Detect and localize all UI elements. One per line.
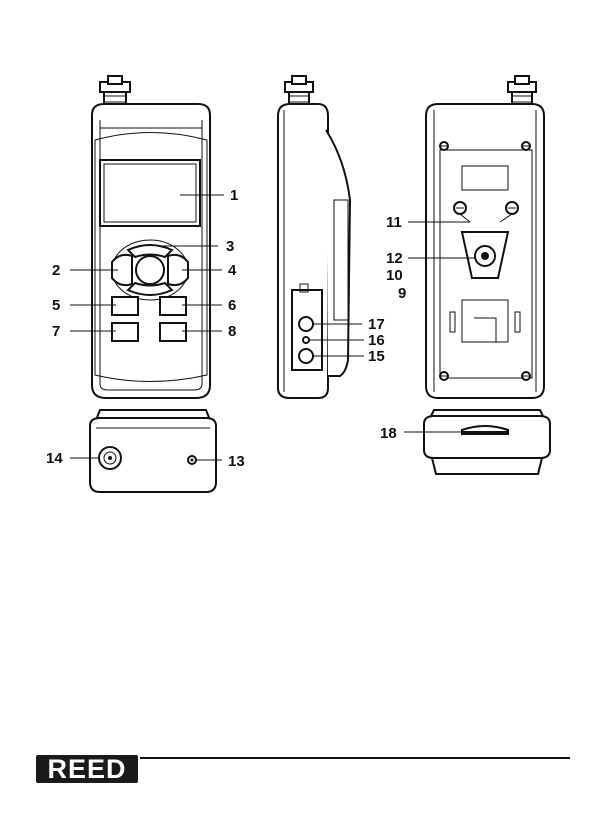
dpad-keys — [112, 240, 188, 300]
callout-10: 10 — [386, 267, 403, 284]
callout-2: 2 — [52, 262, 60, 279]
bottom-view-front — [90, 410, 216, 492]
callout-18: 18 — [380, 425, 397, 442]
front-view — [92, 76, 210, 398]
callout-5: 5 — [52, 297, 60, 314]
brand-logo-text: REED — [36, 755, 138, 783]
key-8 — [160, 323, 186, 341]
callout-17: 17 — [368, 316, 385, 333]
side-callouts: 17 16 15 — [368, 316, 385, 365]
callout-14: 14 — [46, 450, 63, 467]
callout-13: 13 — [228, 453, 245, 470]
callout-4: 4 — [228, 262, 237, 279]
back-callouts: 11 12 10 9 — [386, 214, 406, 302]
callout-15: 15 — [368, 348, 385, 365]
jack-15 — [299, 349, 313, 363]
callout-16: 16 — [368, 332, 385, 349]
footer-rule — [140, 757, 570, 759]
bottom-end-back — [424, 416, 550, 458]
side-view — [278, 76, 350, 398]
jack-16 — [303, 337, 309, 343]
callout-8: 8 — [228, 323, 236, 340]
callout-7: 7 — [52, 323, 60, 340]
callout-11: 11 — [386, 214, 402, 231]
key-7 — [112, 323, 138, 341]
key-6 — [160, 297, 186, 315]
reed-logo-icon: REED — [36, 755, 138, 783]
bottom-view-back — [424, 410, 550, 474]
callout-6: 6 — [228, 297, 236, 314]
callout-12: 12 — [386, 250, 403, 267]
back-view — [426, 76, 544, 398]
callout-9: 9 — [398, 285, 406, 302]
callout-3: 3 — [226, 238, 234, 255]
side-tilt-stand — [326, 130, 350, 376]
callout-1: 1 — [230, 187, 238, 204]
lcd-display — [100, 160, 200, 226]
key-5 — [112, 297, 138, 315]
jack-17 — [299, 317, 313, 331]
bottom-back-callouts: 18 — [380, 425, 397, 442]
